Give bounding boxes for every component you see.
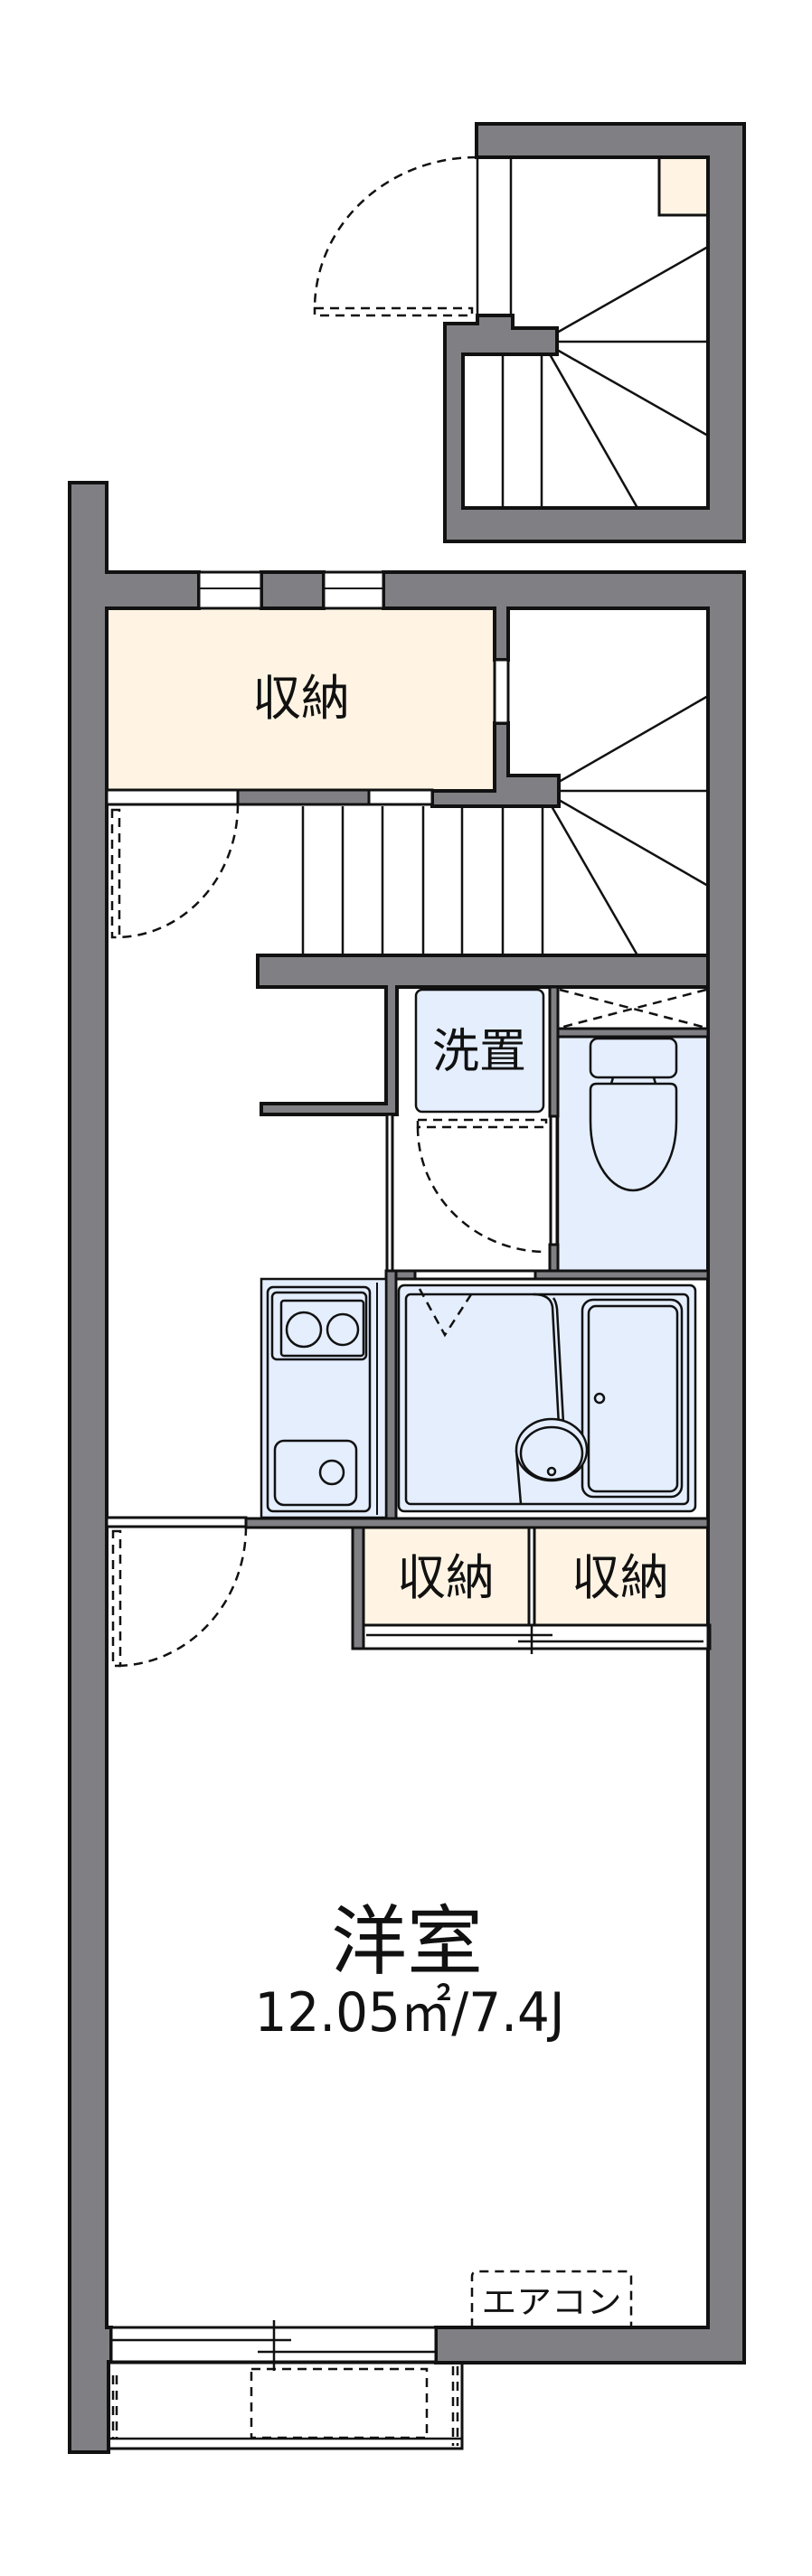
shelf-cross-line bbox=[559, 988, 707, 1029]
storage-right-label: 収納 bbox=[571, 1549, 669, 1606]
shelf-cross-line bbox=[559, 988, 707, 1029]
balcony bbox=[107, 2361, 464, 2450]
bath-partition-line bbox=[533, 1293, 561, 1427]
north-east-south-wall bbox=[382, 570, 746, 2364]
toilet-door-frame bbox=[549, 1114, 559, 1246]
bath-north-wall-east bbox=[533, 1269, 710, 1281]
stove bbox=[279, 1299, 365, 1358]
bath-partition-line bbox=[552, 1297, 565, 1424]
bath-floor-inner bbox=[404, 1293, 690, 1506]
north-wall-pier bbox=[260, 570, 326, 610]
unit-bath bbox=[397, 1283, 697, 1513]
storage-stair-pass-through bbox=[493, 658, 510, 725]
sliding-track bbox=[362, 1623, 710, 1650]
western-room-area: 12.05㎡/7.4J bbox=[255, 1981, 565, 2045]
window-frame bbox=[322, 570, 385, 610]
outdoor-unit-space bbox=[250, 2367, 429, 2440]
washbasin-drain-icon bbox=[546, 1466, 557, 1477]
storage-stair-partition bbox=[430, 721, 561, 808]
storage-sliding-doors bbox=[362, 1526, 710, 1654]
storage-left-room bbox=[362, 1526, 533, 1627]
bathtub-rim bbox=[581, 1298, 684, 1499]
western-room-label: 洋室 bbox=[331, 1897, 483, 1986]
sink-drain-icon bbox=[318, 1459, 345, 1486]
toilet-upper-shelf bbox=[559, 988, 707, 1029]
hall-door-header bbox=[236, 788, 371, 806]
sink bbox=[273, 1439, 358, 1507]
washroom-door-leaf bbox=[416, 1118, 548, 1129]
washing-machine-space bbox=[414, 988, 545, 1114]
stair-step-line bbox=[548, 353, 639, 509]
room-door-leaf bbox=[111, 1529, 122, 1668]
storage-west-wall bbox=[351, 1526, 365, 1650]
washroom-door-swing bbox=[416, 1126, 547, 1254]
storage-left-label: 収納 bbox=[397, 1549, 495, 1606]
room-door-frame bbox=[105, 1516, 248, 1528]
stair-winder-line bbox=[558, 798, 709, 888]
washroom-toilet-wall-lower bbox=[548, 1243, 560, 1273]
interior-stair bbox=[301, 694, 709, 956]
stair-step-line bbox=[556, 245, 709, 334]
storage-top-room bbox=[105, 606, 496, 793]
stair-tower-walls bbox=[443, 122, 746, 543]
kitchen-bath-south-wall bbox=[244, 1517, 710, 1529]
stair-step-line bbox=[556, 348, 709, 437]
storage-door-frame bbox=[367, 788, 434, 806]
laundry-space-label: 洗置 bbox=[432, 1025, 526, 1079]
stair-winder-line bbox=[550, 805, 639, 956]
kitchenette bbox=[260, 1277, 388, 1519]
air-conditioner-outline bbox=[470, 2270, 633, 2327]
stair-tower-nook bbox=[657, 155, 710, 217]
toilet-shelf-wall bbox=[556, 1027, 710, 1039]
west-wall bbox=[68, 481, 201, 2454]
burner-left-icon bbox=[285, 1311, 323, 1349]
toilet bbox=[589, 1037, 678, 1192]
stair-tower-door-leaf bbox=[313, 306, 474, 317]
bath-door-frame bbox=[413, 1269, 537, 1281]
bath-door-fold-mark bbox=[418, 1288, 477, 1338]
washroom-entry-frame bbox=[385, 1113, 394, 1273]
south-window bbox=[109, 2320, 438, 2371]
bathtub bbox=[587, 1304, 679, 1493]
air-conditioner-label: エアコン bbox=[482, 2284, 622, 2321]
window-frame bbox=[197, 570, 263, 610]
north-window-1 bbox=[197, 570, 263, 610]
north-window-2 bbox=[322, 570, 385, 610]
washroom-toilet-wall-upper bbox=[548, 985, 560, 1118]
hall-door-frame bbox=[105, 788, 240, 806]
balcony-outline bbox=[107, 2361, 464, 2450]
exterior-stair-tower bbox=[313, 122, 746, 543]
washbasin bbox=[519, 1425, 584, 1481]
stair-tower-door-swing bbox=[313, 155, 477, 310]
toilet-tank bbox=[589, 1037, 678, 1079]
bath-faucet-icon bbox=[593, 1392, 606, 1405]
hall-door-swing bbox=[115, 804, 240, 939]
stair-tower-steps bbox=[501, 245, 709, 509]
stair-winder-line bbox=[558, 694, 709, 784]
main-unit: 収納 洗置 収納 収納 洋室 12.05㎡/7.4J エアコン bbox=[68, 481, 746, 2454]
bath-west-wall bbox=[384, 1269, 398, 1529]
storage-divider bbox=[527, 1526, 536, 1627]
toilet-bowl bbox=[589, 1082, 678, 1192]
storage-top-label: 収納 bbox=[252, 670, 350, 727]
stair-landing-wall bbox=[256, 954, 710, 1116]
burner-right-icon bbox=[326, 1312, 360, 1347]
